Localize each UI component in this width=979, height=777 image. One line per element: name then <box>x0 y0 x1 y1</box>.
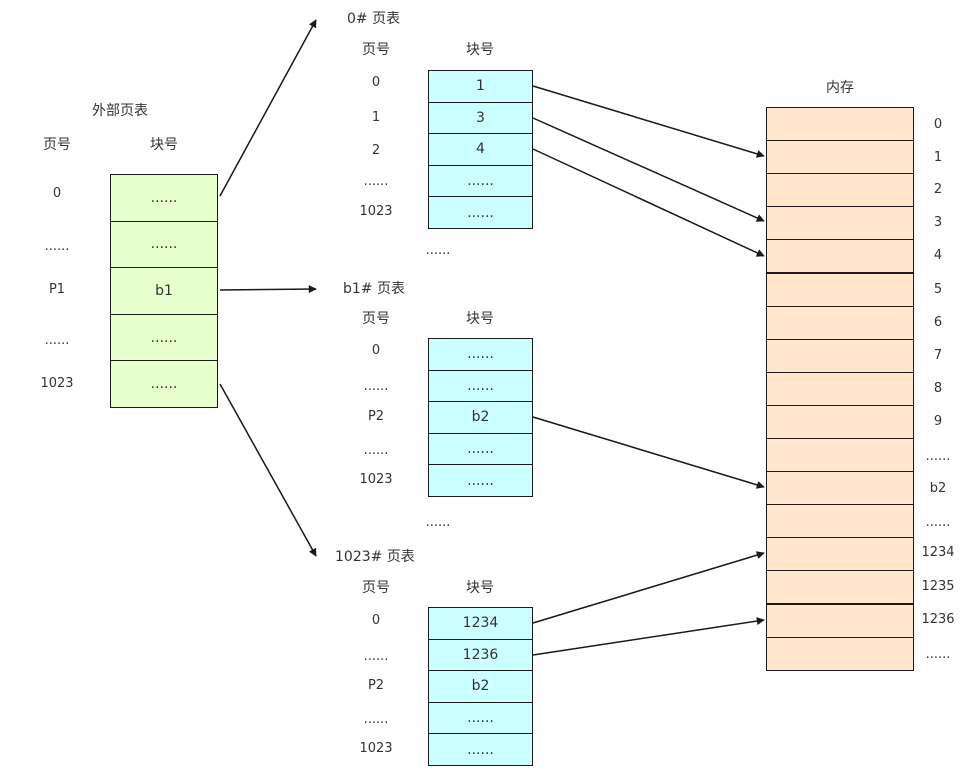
outer-table-block-cell: ...... <box>110 313 218 362</box>
memory-frame <box>766 173 914 208</box>
table1023-block-cell: ...... <box>428 733 533 766</box>
table1023-entry1-to-frame1236-arrow <box>532 617 765 656</box>
table1023-page-number: 0 <box>371 613 381 628</box>
table0-page-number: ...... <box>363 174 389 189</box>
outer-table-block-header: 块号 <box>150 137 178 153</box>
table1023-page-number: P2 <box>367 678 385 693</box>
outer-table-title: 外部页表 <box>92 103 148 119</box>
table0-page-number: 1 <box>371 110 381 125</box>
table0-page-number: 2 <box>371 143 381 158</box>
table-b1-p2-to-frame-b2-arrow <box>532 416 765 489</box>
table0-block-header: 块号 <box>466 42 494 58</box>
table-b1-block-cell: ...... <box>428 432 533 466</box>
memory-frame <box>766 107 914 142</box>
table-b1-title: b1# 页表 <box>343 281 405 297</box>
outer-table-block-cell: ...... <box>110 220 218 269</box>
table-b1-page-number: ...... <box>363 379 389 394</box>
table1023-page-header: 页号 <box>362 580 390 596</box>
table0-entry2-to-frame4-arrow <box>532 148 765 257</box>
memory-frame-label: 2 <box>933 182 943 197</box>
memory-frame-label: 7 <box>933 348 943 363</box>
memory-frame-label: 1234 <box>921 545 955 560</box>
memory-frame <box>766 537 914 572</box>
memory-title: 内存 <box>826 80 854 96</box>
table-b1-page-number: 0 <box>371 343 381 358</box>
outer-table-page-number: ...... <box>44 333 70 348</box>
outer-table-page-number: ...... <box>44 239 70 254</box>
memory-frame <box>766 338 914 373</box>
table-b1-block-cell: ...... <box>428 338 533 371</box>
memory-frame <box>766 305 914 340</box>
table0-page-number: 0 <box>371 75 381 90</box>
table1023-page-number: ...... <box>363 649 389 664</box>
memory-frame <box>766 570 914 605</box>
memory-frame-label: 0 <box>933 117 943 132</box>
outer-to-table-b1-arrow <box>219 285 317 294</box>
memory-frame-label: 1236 <box>921 612 955 627</box>
memory-frame-label: 1 <box>933 150 943 165</box>
outer-table-page-number: 1023 <box>40 376 74 391</box>
memory-frame-label: 9 <box>933 414 943 429</box>
table-b1-page-header: 页号 <box>362 311 390 327</box>
memory-frame-label: 4 <box>933 248 943 263</box>
table-b1-block-cell: ...... <box>428 464 533 497</box>
memory-frame-label: ...... <box>925 515 951 530</box>
memory-frame-label: ...... <box>925 647 951 662</box>
table0-entry0-to-frame1-arrow <box>532 85 765 158</box>
table1023-title: 1023# 页表 <box>335 549 415 565</box>
table1023-page-number: 1023 <box>359 741 393 756</box>
outer-to-table0-arrow <box>219 19 317 197</box>
table0-block-cell: 1 <box>428 70 533 103</box>
table0-entry1-to-frame3-arrow <box>532 117 765 222</box>
outer-table-block-cell: b1 <box>110 267 218 315</box>
memory-frame-label: 5 <box>933 282 943 297</box>
memory-frame-label: 8 <box>933 381 943 396</box>
outer-table-block-cell: ...... <box>110 360 218 408</box>
memory-frame <box>766 140 914 175</box>
memory-frame-label: b2 <box>929 481 947 496</box>
table-b1-page-number: 1023 <box>359 472 393 487</box>
table1023-entry0-to-frame1234-arrow <box>532 551 765 624</box>
table0-block-cell: ...... <box>428 196 533 229</box>
table-b1-block-cell: b2 <box>428 401 533 434</box>
memory-frame-label: 3 <box>933 215 943 230</box>
memory-frame-label: 6 <box>933 315 943 330</box>
table1023-page-number: ...... <box>363 712 389 727</box>
memory-frame <box>766 404 914 439</box>
table-b1-block-header: 块号 <box>466 311 494 327</box>
table-b1-page-number: P2 <box>367 409 385 424</box>
table-b1-block-cell: ...... <box>428 369 533 403</box>
outer-table-page-header: 页号 <box>43 137 71 153</box>
table0-page-header: 页号 <box>362 42 390 58</box>
outer-to-table1023-arrow <box>219 383 317 557</box>
outer-table-page-number: 0 <box>52 186 62 201</box>
outer-table-block-cell: ...... <box>110 174 218 222</box>
memory-frame-label: ...... <box>925 449 951 464</box>
table0-title: 0# 页表 <box>347 11 401 27</box>
memory-frame <box>766 272 914 307</box>
table-b1-page-number: ...... <box>363 443 389 458</box>
memory-frame <box>766 636 914 671</box>
table0-more-tables: ...... <box>425 243 451 258</box>
memory-frame-label: 1235 <box>921 579 955 594</box>
outer-table-page-number: P1 <box>48 282 66 297</box>
table-b1-more-tables: ...... <box>425 515 451 530</box>
table1023-block-header: 块号 <box>466 580 494 596</box>
table0-page-number: 1023 <box>359 204 393 219</box>
